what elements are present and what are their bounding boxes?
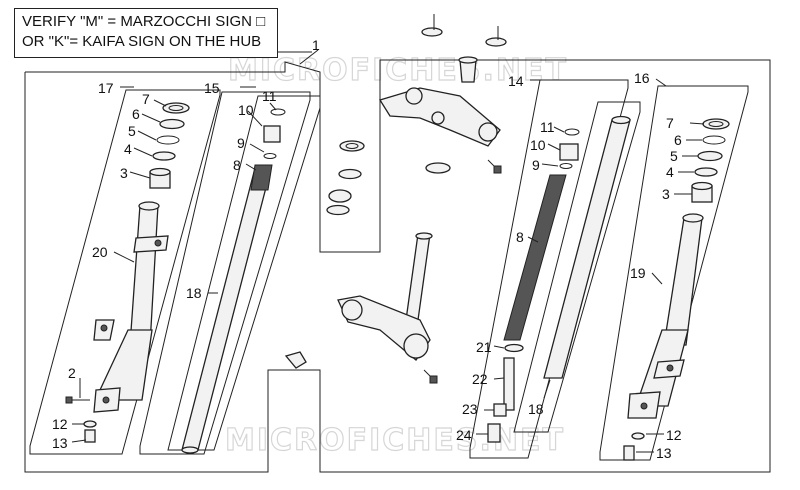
leader-lines [71,49,705,453]
callout-6-right: 6 [674,132,682,148]
callout-9-left: 9 [237,135,245,151]
callout-4-left: 4 [124,141,132,157]
callout-11-left: 11 [262,88,277,104]
callout-15: 15 [204,80,220,96]
callout-5-left: 5 [128,123,136,139]
callout-18-right: 18 [528,401,544,417]
callout-23: 23 [462,401,478,417]
callout-7-right: 7 [666,115,674,131]
callout-22: 22 [472,371,488,387]
assembly-frame [24,59,771,473]
bearings [326,140,451,216]
right-fork-frames [469,79,749,461]
left-fork-leg [93,201,169,413]
left-hardware [65,396,97,443]
watermark-top: MICROFICHES.NET [228,53,568,88]
right-stanchion [487,115,631,443]
bottom-yoke [284,232,438,384]
watermark-bottom: MICROFICHES.NET [225,423,565,458]
top-clamp [378,14,507,174]
callout-7-left: 7 [142,91,150,107]
callout-3-right: 3 [662,186,670,202]
callout-20: 20 [92,244,108,260]
callout-19: 19 [630,265,646,281]
callout-13-right: 13 [656,445,672,461]
callout-14: 14 [508,73,524,89]
right-fork-leg [623,213,704,461]
callout-12-left: 12 [52,416,68,432]
callout-labels: 1 2 3 4 5 6 7 8 9 10 11 12 13 14 15 16 1… [52,37,682,461]
left-seal-stack [149,102,190,189]
callout-8-right: 8 [516,229,524,245]
callout-13-left: 13 [52,435,68,451]
callout-21: 21 [476,339,492,355]
callout-3-left: 3 [120,165,128,181]
left-stanchion [181,108,286,454]
callout-11-right: 11 [540,119,555,135]
callout-2: 2 [68,365,76,381]
callout-12-right: 12 [666,427,682,443]
callout-18-left: 18 [186,285,202,301]
callout-6-left: 6 [132,106,140,122]
callout-4-right: 4 [666,164,674,180]
note-line-1: VERIFY "M" = MARZOCCHI SIGN □ [22,13,266,30]
callout-5-right: 5 [670,148,678,164]
marzocchi-kaifa-note: VERIFY "M" = MARZOCCHI SIGN □ OR "K"= KA… [14,8,278,58]
right-seal-stack [691,118,730,203]
callout-9-right: 9 [532,157,540,173]
callout-16: 16 [634,70,650,86]
left-fork-frames [29,89,321,455]
callout-10-left: 10 [238,102,254,118]
callout-10-right: 10 [530,137,546,153]
callout-1: 1 [312,37,320,53]
callout-24: 24 [456,427,472,443]
callout-17: 17 [98,80,114,96]
callout-8-left: 8 [233,157,241,173]
note-line-2: OR "K"= KAIFA SIGN ON THE HUB [22,33,262,50]
